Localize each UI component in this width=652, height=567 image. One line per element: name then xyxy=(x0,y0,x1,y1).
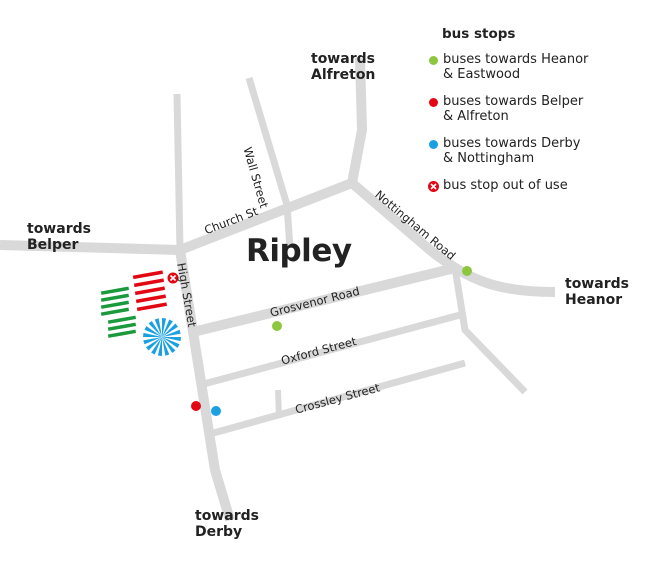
bus-stop-blue-high-street[interactable] xyxy=(211,406,221,416)
bus-bay-wedge xyxy=(143,332,162,337)
bus-bay-wedge xyxy=(146,337,162,351)
legend-item-derby-line1: buses towards Derby xyxy=(443,136,581,151)
high-street xyxy=(175,249,235,522)
direction-heanor-line1: towards xyxy=(565,276,629,292)
roads xyxy=(0,57,556,522)
direction-heanor-label: towards Heanor xyxy=(565,276,629,308)
legend-item-heanor-line1: buses towards Heanor xyxy=(443,52,589,67)
bus-bay-wedge xyxy=(144,326,162,337)
direction-derby-line2: Derby xyxy=(195,524,243,540)
nottingham-road xyxy=(348,179,556,297)
legend-item-out-of-use-line1: bus stop out of use xyxy=(443,178,568,193)
bus-station-green-bays xyxy=(100,286,137,338)
legend-item-belper-line1: buses towards Belper xyxy=(443,94,584,109)
legend-item-heanor: buses towards Heanor & Eastwood xyxy=(429,52,588,82)
legend-item-belper-line2: & Alfreton xyxy=(443,109,509,124)
bus-bay-wedge xyxy=(162,337,176,353)
bus-bay-wedge xyxy=(157,337,162,356)
bus-bay-wedge xyxy=(162,323,178,337)
legend-title: bus stops xyxy=(442,26,516,42)
green-dot-icon xyxy=(429,56,438,65)
bus-bay-wedge xyxy=(148,321,162,337)
crossley-street-road xyxy=(209,359,466,438)
bus-stop-green-nottingham-road[interactable] xyxy=(462,266,472,276)
out-of-use-icon xyxy=(428,181,439,192)
direction-belper-line2: Belper xyxy=(27,237,79,253)
direction-alfreton-label: towards Alfreton xyxy=(311,51,375,83)
direction-belper-line1: towards xyxy=(27,221,91,237)
legend-item-belper: buses towards Belper & Alfreton xyxy=(429,94,588,124)
bus-stop-out-of-use-icon[interactable] xyxy=(167,272,179,284)
direction-derby-label: towards Derby xyxy=(195,508,259,540)
bus-stop-red-high-street[interactable] xyxy=(191,401,201,411)
bus-stop-green-grosvenor-road[interactable] xyxy=(272,321,282,331)
bus-station-red-bays xyxy=(132,270,168,312)
legend-item-out-of-use: bus stop out of use xyxy=(428,178,588,193)
blue-dot-icon xyxy=(429,140,438,149)
bus-bay-wedge xyxy=(162,337,181,342)
bus-bay-wedge xyxy=(154,318,162,337)
crossley-stub xyxy=(275,389,282,419)
grosvenor-road xyxy=(191,263,457,337)
east-link-road xyxy=(451,267,528,395)
bus-bay-wedge xyxy=(162,337,180,348)
bus-stops-legend: bus stops buses towards Heanor & Eastwoo… xyxy=(428,26,588,205)
direction-belper-label: towards Belper xyxy=(27,221,91,253)
bus-bay-wedge xyxy=(162,319,173,337)
bus-bay-wedge xyxy=(162,337,170,356)
north-road xyxy=(173,93,184,251)
bus-station-blue-bays xyxy=(143,318,181,356)
direction-alfreton-line1: towards xyxy=(311,51,375,67)
bus-bay-wedge xyxy=(162,318,167,337)
oxford-street-road xyxy=(199,311,461,389)
legend-item-derby: buses towards Derby & Nottingham xyxy=(429,136,588,166)
bus-bay-wedge xyxy=(162,329,181,337)
town-name-label: Ripley xyxy=(246,233,352,269)
direction-derby-line1: towards xyxy=(195,508,259,524)
legend-item-heanor-line2: & Eastwood xyxy=(443,67,521,82)
bus-bay-wedge xyxy=(143,337,162,345)
legend-item-derby-line2: & Nottingham xyxy=(443,151,535,166)
red-dot-icon xyxy=(429,98,438,107)
bus-bay-wedge xyxy=(151,337,162,355)
wall-street-road xyxy=(245,76,294,249)
direction-heanor-line2: Heanor xyxy=(565,292,623,308)
direction-alfreton-line2: Alfreton xyxy=(311,67,376,83)
